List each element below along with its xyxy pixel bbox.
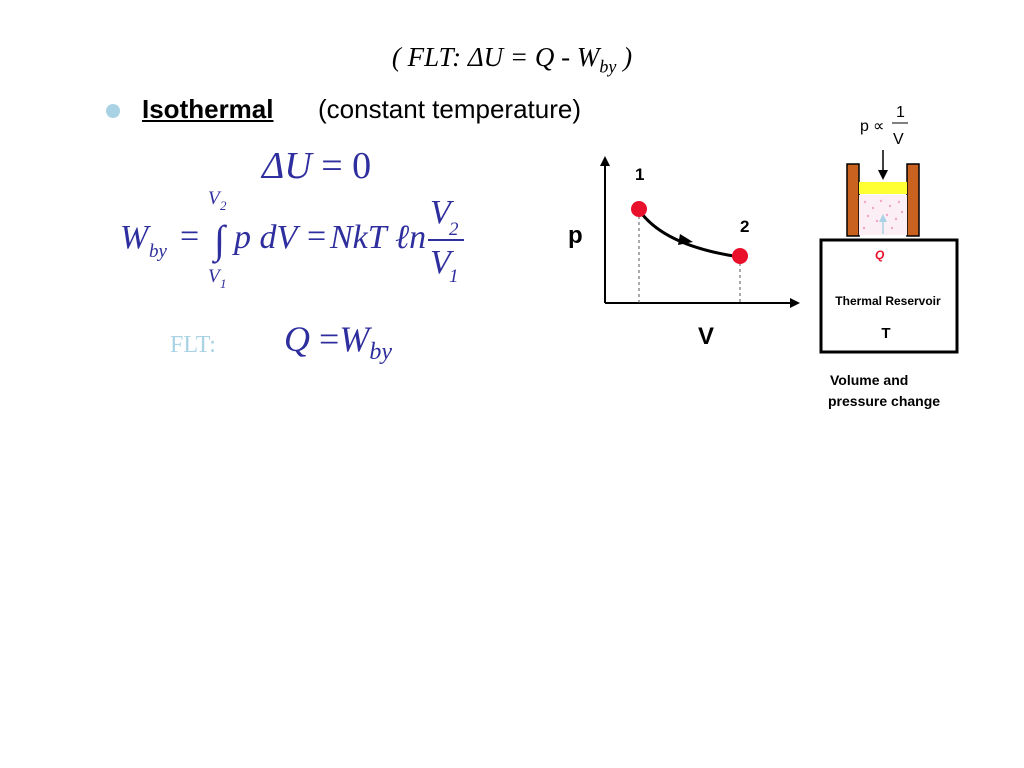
flt-label: FLT: [170,332,216,358]
force-arrow-head [878,170,888,180]
caption-line-2: pressure change [828,393,940,409]
delta-u-rhs: = 0 [321,145,372,187]
work-w-sub: by [149,241,167,262]
bullet-title: Isothermal [142,94,274,124]
work-equals: = [180,218,200,255]
nkt: NkT [330,219,387,256]
relation-denominator: V [893,131,904,148]
y-axis-arrow [600,156,610,166]
fraction-numerator-sub: 2 [449,219,459,240]
temperature-label: T [881,325,890,342]
bullet-description: (constant temperature) [318,94,582,124]
work-equation: W by = V 2 ∫ V 1 p dV = NkT ℓn V 2 V 1 [120,186,480,296]
flt-w-sub: by [369,339,392,366]
state-point-1 [631,201,647,217]
point-1-label: 1 [635,165,644,184]
relation-proportional: ∝ [873,118,884,135]
pv-graph: 1 2 p V [568,156,800,350]
bullet-dot [106,104,120,118]
x-axis-label: V [698,323,714,350]
header-formula-sub: by [599,56,617,77]
fraction-denominator: V [430,244,451,281]
flt-w: W [339,319,370,359]
integral-sign: ∫ [214,217,225,262]
gas-particles [862,199,904,230]
caption-line-1: Volume and [830,372,908,388]
header-formula-suffix: ) [616,42,633,72]
header-formula: ( FLT: ΔU = Q - Wby ) [0,42,1024,77]
fraction-denominator-sub: 1 [449,266,459,287]
heat-arrow-head [879,214,887,222]
y-axis-label: p [568,222,583,249]
thermal-reservoir-box [819,238,959,354]
piston [859,182,907,194]
state-point-2 [732,248,748,264]
delta-u-equation: ΔU = 0 [262,144,371,188]
x-axis-arrow [790,298,800,308]
process-arrow [678,234,693,245]
lower-limit-sub: 1 [220,276,227,291]
upper-limit-sub: 2 [220,198,227,213]
flt-q: Q [284,319,310,359]
apparatus-diagram: p ∝ 1 V Q Thermal Reservoir T Volume and… [819,104,959,409]
upper-limit: V [208,188,220,209]
fraction-numerator: V [430,194,451,231]
ln: ℓn [395,219,427,256]
flt-equation: Q =Wby [284,318,392,366]
work-equals-2: = [307,218,327,255]
lower-limit: V [208,266,220,287]
relation-p: p [860,118,869,135]
header-formula-prefix: ( FLT: ΔU = Q - W [391,42,600,72]
point-2-label: 2 [740,217,749,236]
reservoir-label: Thermal Reservoir [835,294,941,308]
delta-u-lhs: ΔU [262,145,312,187]
relation-numerator: 1 [896,104,905,121]
isotherm-curve [637,209,741,259]
heat-label: Q [875,248,885,262]
flt-equals: = [319,319,340,359]
integrand: p dV [234,219,298,256]
work-w: W [120,219,149,256]
cylinder-right-wall [906,163,920,237]
fraction-bar [428,239,464,241]
cylinder-left-wall [846,163,860,237]
